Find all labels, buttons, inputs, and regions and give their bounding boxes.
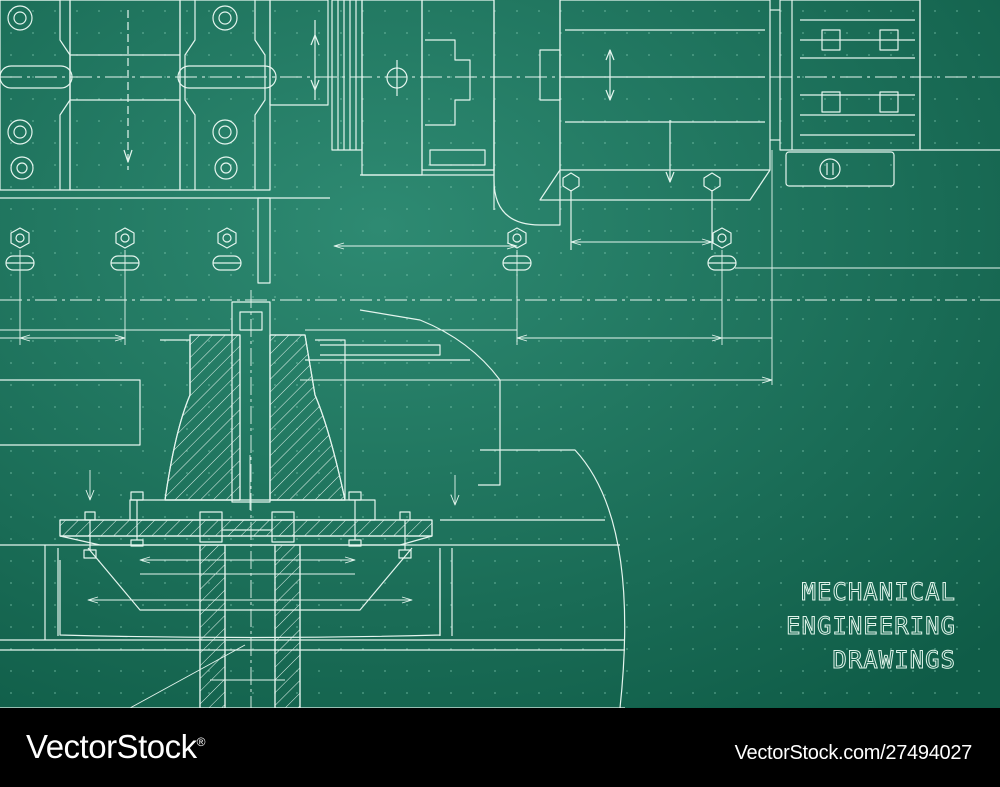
image-id-text: VectorStock.com/27494027 (734, 742, 973, 764)
registered-mark: ® (196, 735, 206, 749)
motor-fins (770, 0, 1000, 187)
dot-grid (0, 0, 1000, 708)
hub-cone (59, 290, 441, 708)
watermark-footer: VectorStock® VectorStock.com/27494027 (0, 708, 1000, 787)
logo-text: VectorStock (26, 728, 197, 765)
dimension-lines (0, 150, 1000, 385)
blueprint-drawing: MECHANICAL ENGINEERING DRAWINGS (0, 0, 1000, 708)
flange-bolts (83, 491, 412, 559)
drawing-lines (0, 0, 1000, 708)
gearbox (493, 0, 771, 226)
lower-dimensions (85, 455, 460, 708)
housing-outline (0, 309, 626, 708)
bearing-housing-middle (177, 0, 277, 191)
title: MECHANICAL ENGINEERING DRAWINGS (786, 578, 957, 675)
coupling (331, 0, 495, 176)
title-line-3: DRAWINGS (832, 646, 956, 674)
title-line-1: MECHANICAL (802, 578, 957, 606)
title-line-2: ENGINEERING (786, 612, 956, 640)
vectorstock-logo: VectorStock® (26, 728, 205, 766)
